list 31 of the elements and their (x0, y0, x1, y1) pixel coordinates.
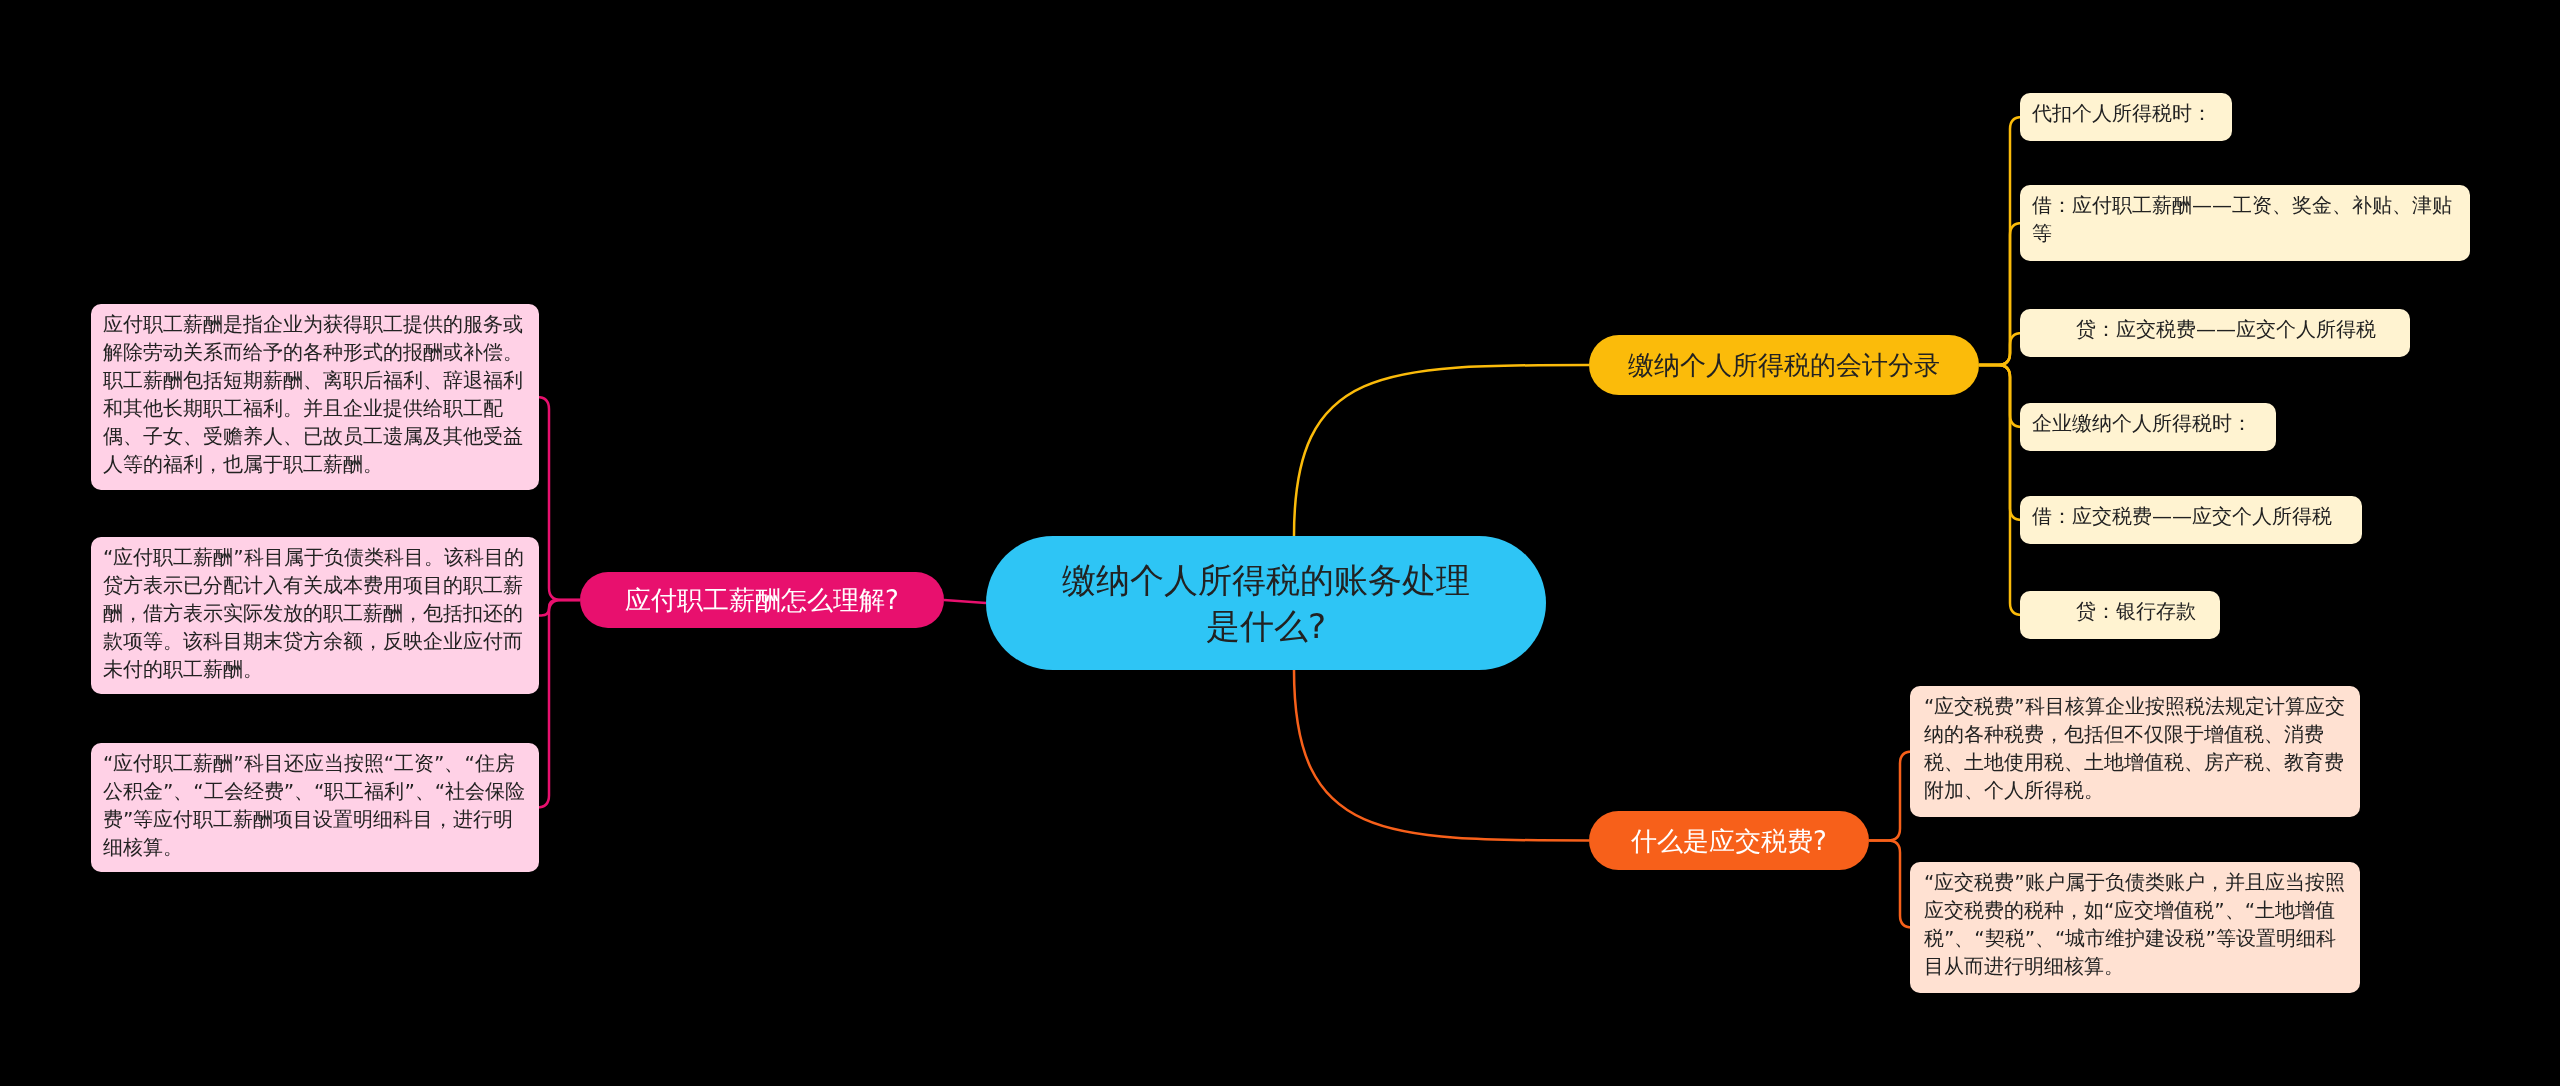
note-box (2020, 403, 2276, 451)
node-text: “应付职工薪酬”科目属于负债类科目。该科目的贷方表示已分配计入有关成本费用项目的职工薪酬，借方表示实际发放的职工薪酬，包括扣还的款项等。该科目期末贷方余额，反映企业应付而未付的职工薪酬。 (103, 544, 525, 683)
node-text: 什么是应交税费? (1631, 824, 1827, 858)
note-box (2020, 309, 2410, 357)
node-text: “应付职工薪酬”科目还应当按照“工资”、“住房公积金”、“工会经费”、“职工福利”、“社会保险费”等应付职工薪酬项目设置明细科目，进行明细核算。 (103, 750, 527, 861)
note-box (2020, 93, 2232, 141)
node-text: “应交税费”科目核算企业按照税法规定计算应交纳的各种税费，包括但不仅限于增值税、消费税、土地使用税、土地增值税、房产税、教育费附加、个人所得税。 (1924, 693, 2346, 804)
node-text: 缴纳个人所得税的会计分录 (1628, 349, 1940, 382)
note-box (91, 537, 539, 694)
node-text: 代扣个人所得税时： (2032, 100, 2213, 127)
branch-node (580, 572, 944, 628)
note-box (2020, 496, 2362, 544)
note-box (1910, 686, 2360, 817)
note-box (1910, 862, 2360, 993)
node-text: 借：应付职工薪酬——工资、奖金、补贴、津贴等 (2032, 192, 2453, 247)
note-box (2020, 591, 2220, 639)
note-box (91, 304, 539, 490)
connector (1292, 363, 1589, 537)
node-text: 应付职工薪酬怎么理解? (625, 584, 899, 617)
connector (1292, 669, 1589, 842)
topic-title: 缴纳个人所得税的账务处理是什么? (1061, 559, 1471, 648)
node-text: 应付职工薪酬是指企业为获得职工提供的服务或解除劳动关系而给予的各种形式的报酬或补偿。职工薪酬包括短期薪酬、离职后福利、辞退福利和其他长期职工福利。并且企业提供给职工配偶、子女、受赡养人、已故员工遗属及其他受益人等的福利，也属于职工薪酬。 (103, 311, 524, 478)
connector (943, 598, 987, 605)
node-text: “应交税费”账户属于负债类账户，并且应当按照应交税费的税种，如“应交增值税”、“土地增值税”、“契税”、“城市维护建设税”等设置明细科目从而进行明细核算。 (1924, 869, 2346, 980)
node-text: 借：应交税费——应交个人所得税 (2032, 503, 2333, 530)
branch-node (1589, 335, 1979, 395)
node-text: 企业缴纳个人所得税时： (2032, 410, 2253, 437)
note-box (91, 743, 539, 872)
note-box (2020, 185, 2470, 261)
node-text: 贷：应交税费——应交个人所得税 (2075, 316, 2377, 343)
node-text: 贷：银行存款 (2075, 598, 2197, 625)
